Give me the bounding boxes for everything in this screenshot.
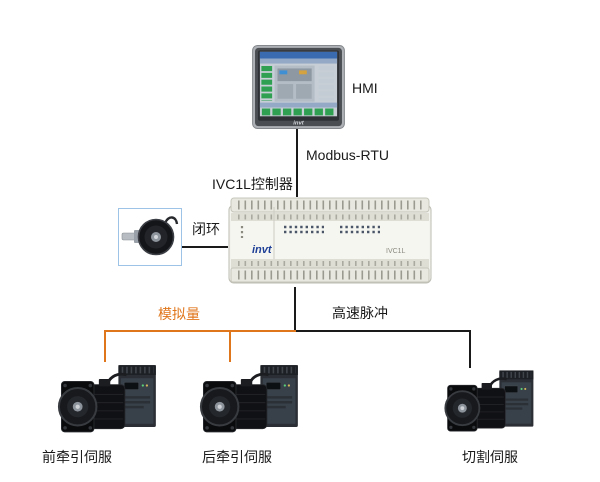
servo-rear-label: 后牵引伺服 [202,449,272,465]
drop-servo-rear-line [229,332,231,362]
closed-loop-label: 闭环 [192,221,220,237]
connector-encoder-plc [182,246,228,248]
servo-front-image [50,360,164,442]
servo-motor-icon [436,366,542,440]
servo-motor-icon [50,360,164,442]
modbus-rtu-label: Modbus-RTU [306,147,389,163]
hmi-device-image: invt [252,45,345,129]
servo-rear-image [192,360,306,442]
encoder-icon [121,216,179,256]
drop-servo-front-line [104,332,106,362]
high-speed-pulse-label: 高速脉冲 [332,305,388,321]
controller-label: IVC1L控制器 [212,176,293,192]
hmi-label: HMI [352,80,378,96]
bus-pulse-line [296,330,471,332]
servo-motor-icon [192,360,306,442]
hmi-brand-text: invt [293,121,304,127]
analog-signal-label: 模拟量 [158,306,200,322]
plc-controller-icon: invt IVC1L [228,197,432,284]
hmi-touchscreen-icon: invt [252,45,345,129]
connector-hmi-plc [296,129,298,197]
plc-model-text: IVC1L [386,248,406,255]
servo-cut-label: 切割伺服 [462,449,518,465]
servo-front-label: 前牵引伺服 [42,449,112,465]
servo-cut-image [436,366,542,440]
plc-device-image: invt IVC1L [228,195,432,287]
drop-servo-cut-line [469,332,471,368]
connector-plc-bus [294,287,296,332]
plc-brand-text: invt [252,244,273,256]
bus-analog-line [104,330,296,332]
encoder-device-image [118,208,182,266]
